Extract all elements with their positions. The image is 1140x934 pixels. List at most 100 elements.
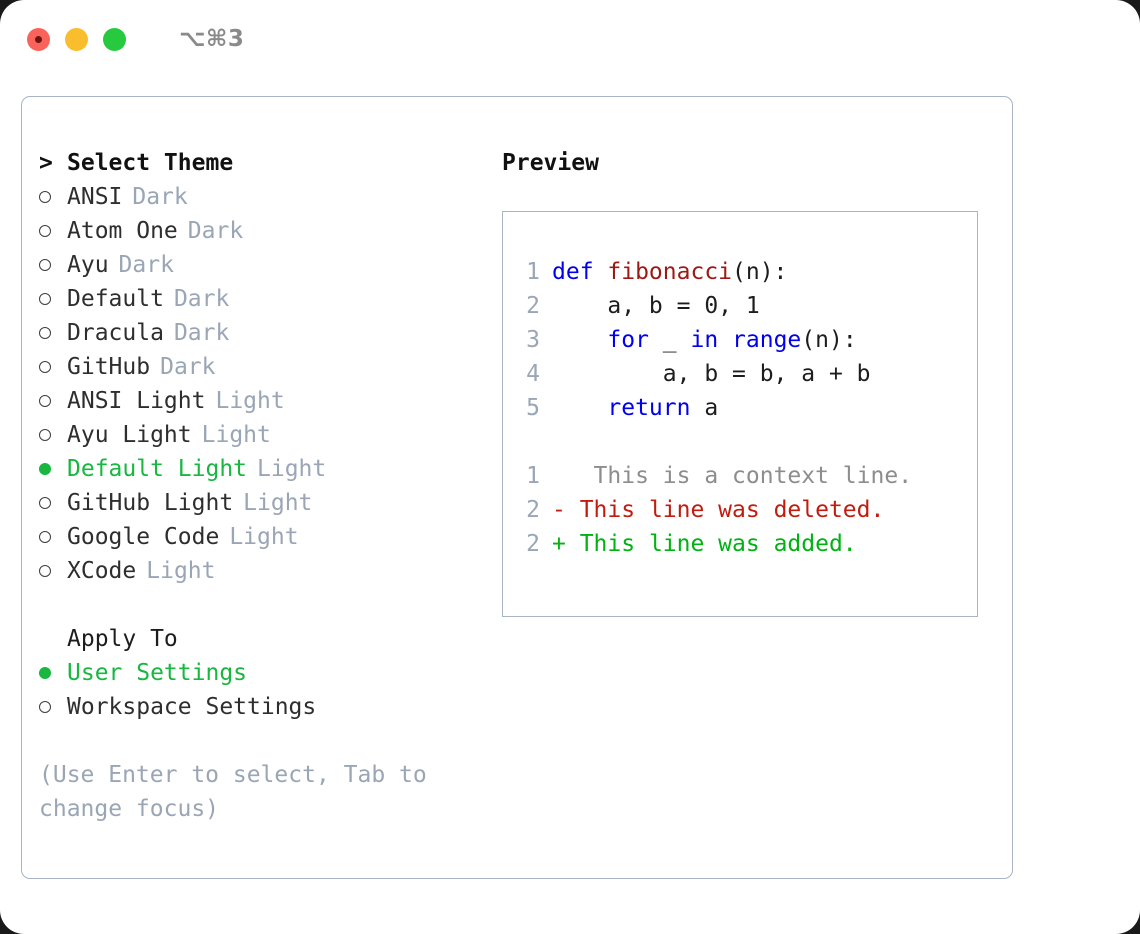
theme-list-item[interactable]: XCode Light	[39, 554, 489, 588]
theme-list-item[interactable]: GitHub Dark	[39, 350, 489, 384]
theme-list-item[interactable]: Default Light Light	[39, 452, 489, 486]
line-number: 2	[526, 531, 540, 557]
theme-name: GitHub Light	[67, 490, 234, 516]
theme-name: ANSI Light	[67, 388, 206, 414]
theme-list-item[interactable]: Ayu Dark	[39, 248, 489, 282]
radio-unselected-icon[interactable]	[39, 248, 67, 282]
close-button[interactable]	[27, 27, 50, 51]
theme-variant-badge: Light	[215, 388, 285, 414]
theme-name: Default	[67, 286, 164, 312]
code-token: a, b = b, a + b	[552, 361, 871, 387]
theme-variant-badge: Dark	[173, 320, 230, 346]
apply-to-label: Workspace Settings	[67, 694, 317, 720]
code-line: 3 for _ in range(n):	[514, 323, 912, 357]
code-token: def	[552, 259, 608, 285]
diff-line: 2- This line was deleted.	[514, 493, 912, 527]
code-token: for	[607, 327, 649, 353]
title-bar: ⌥⌘3	[0, 0, 1140, 78]
window-controls	[27, 27, 126, 51]
theme-list-item[interactable]: GitHub Light Light	[39, 486, 489, 520]
code-line: 5 return a	[514, 391, 912, 425]
theme-variant-badge: Light	[257, 456, 327, 482]
radio-dot	[39, 462, 51, 475]
radio-unselected-icon[interactable]	[39, 384, 67, 418]
theme-name: Default Light	[67, 456, 248, 482]
line-number: 2	[526, 293, 540, 319]
preview-title: Preview	[502, 150, 599, 176]
keyboard-hint: (Use Enter to select, Tab to change focu…	[39, 762, 427, 822]
select-theme-header: > Select Theme	[39, 146, 489, 180]
radio-unselected-icon[interactable]	[39, 282, 67, 316]
apply-to-item[interactable]: Workspace Settings	[39, 690, 489, 724]
minimize-button[interactable]	[65, 27, 88, 51]
radio-unselected-icon[interactable]	[39, 418, 67, 452]
radio-dot	[39, 190, 51, 203]
radio-dot	[39, 428, 51, 441]
code-token: return	[607, 395, 691, 421]
diff-sign: -	[552, 497, 566, 523]
code-token: _	[648, 327, 691, 353]
theme-variant-badge: Light	[243, 490, 313, 516]
apply-to-title: Apply To	[67, 626, 178, 652]
radio-unselected-icon[interactable]	[39, 350, 67, 384]
theme-variant-badge: Light	[146, 558, 216, 584]
apply-to-label: User Settings	[67, 660, 248, 686]
theme-variant-badge: Dark	[187, 218, 244, 244]
code-token: a, b = 0, 1	[552, 293, 760, 319]
radio-unselected-icon[interactable]	[39, 520, 67, 554]
code-token	[552, 327, 607, 353]
radio-unselected-icon[interactable]	[39, 316, 67, 350]
theme-variant-badge: Dark	[173, 286, 230, 312]
apply-to-item[interactable]: User Settings	[39, 656, 489, 690]
code-blank-line	[514, 425, 912, 459]
code-token: (n):	[801, 327, 857, 353]
radio-dot	[39, 564, 51, 577]
radio-dot	[39, 530, 51, 543]
code-token: range	[732, 327, 802, 353]
diff-text: This line was deleted.	[565, 497, 885, 523]
diff-sign: +	[552, 531, 566, 557]
code-token: in	[690, 327, 719, 353]
select-theme-title: Select Theme	[67, 150, 234, 176]
radio-selected-icon[interactable]	[39, 452, 67, 486]
theme-name: GitHub	[67, 354, 151, 380]
radio-dot	[39, 224, 51, 237]
radio-unselected-icon[interactable]	[39, 554, 67, 588]
code-token: a	[690, 395, 719, 421]
code-token: fibonacci	[607, 259, 733, 285]
radio-unselected-icon[interactable]	[39, 214, 67, 248]
radio-dot	[39, 700, 51, 713]
radio-dot	[39, 666, 51, 679]
diff-text: This is a context line.	[565, 463, 913, 489]
theme-list-item[interactable]: ANSI Light Light	[39, 384, 489, 418]
radio-dot	[39, 258, 51, 271]
radio-unselected-icon[interactable]	[39, 180, 67, 214]
radio-dot	[39, 394, 51, 407]
theme-name: ANSI	[67, 184, 123, 210]
theme-name: Ayu	[67, 252, 109, 278]
line-number: 4	[526, 361, 540, 387]
zoom-button[interactable]	[103, 27, 126, 51]
theme-name: XCode	[67, 558, 137, 584]
keyboard-shortcut-label: ⌥⌘3	[179, 26, 245, 52]
theme-list-item[interactable]: Default Dark	[39, 282, 489, 316]
line-number: 2	[526, 497, 540, 523]
radio-unselected-icon[interactable]	[39, 486, 67, 520]
theme-variant-badge: Dark	[160, 354, 216, 380]
radio-unselected-icon[interactable]	[39, 690, 67, 724]
diff-text: This line was added.	[565, 531, 857, 557]
radio-selected-icon[interactable]	[39, 656, 67, 690]
code-token	[718, 327, 732, 353]
theme-variant-badge: Dark	[118, 252, 174, 278]
